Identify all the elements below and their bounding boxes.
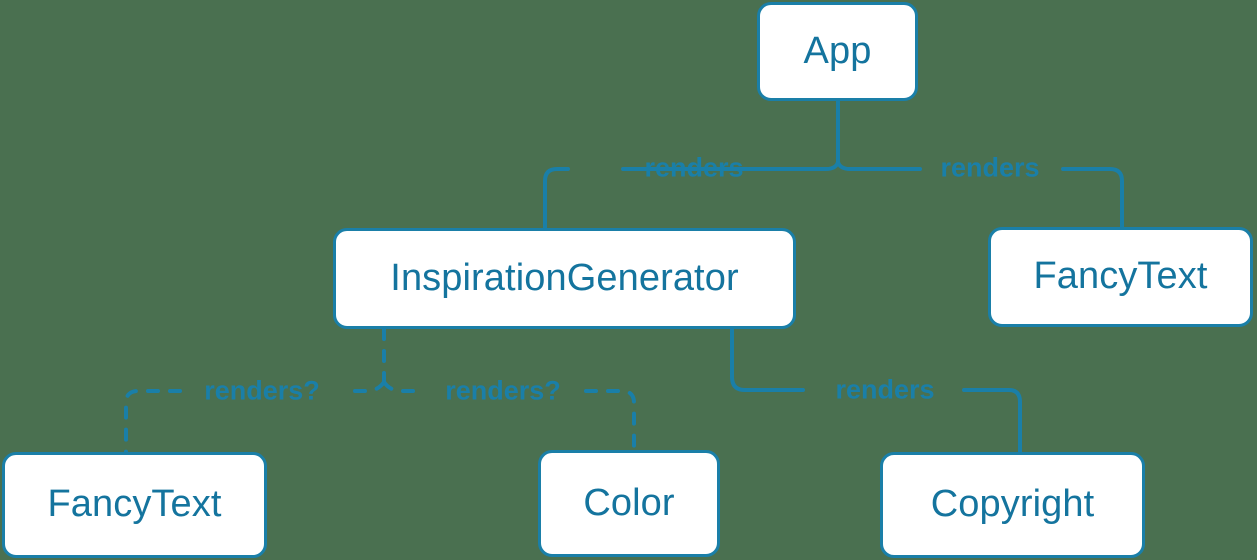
edge-inspirationgenerator-to-color xyxy=(382,380,422,393)
edge-inspirationgenerator-to-fancytext-2 xyxy=(124,389,182,454)
edge-app-to-fancytext-2 xyxy=(1061,167,1124,229)
edge-label-inspirationgenerator-renders-copyright: renders xyxy=(835,374,935,405)
edge-label-app-renders-fancytext: renders xyxy=(940,152,1040,183)
node-color[interactable]: Color xyxy=(538,450,720,557)
edge-app-to-inspirationgenerator-2 xyxy=(543,167,570,230)
node-app-label: App xyxy=(803,29,872,72)
node-color-label: Color xyxy=(583,481,675,524)
node-copyright-label: Copyright xyxy=(930,483,1095,525)
edge-app-to-fancytext xyxy=(836,160,922,171)
node-fancytext-top[interactable]: FancyText xyxy=(988,227,1253,327)
edge-label-inspirationgenerator-renders-color: renders? xyxy=(445,375,561,406)
edge-label-app-renders-inspirationgenerator: renders xyxy=(644,152,744,183)
edge-inspirationgenerator-to-color-2 xyxy=(584,389,636,452)
node-inspirationgenerator[interactable]: InspirationGenerator xyxy=(333,228,796,329)
node-fancytext-bottom-label: FancyText xyxy=(47,483,222,525)
node-copyright[interactable]: Copyright xyxy=(880,452,1145,558)
edge-inspirationgenerator-to-copyright-2 xyxy=(962,388,1022,454)
edge-inspirationgenerator-to-fancytext xyxy=(343,380,386,393)
node-fancytext-top-label: FancyText xyxy=(1033,255,1208,297)
node-inspirationgenerator-label: InspirationGenerator xyxy=(390,256,739,299)
node-fancytext-bottom[interactable]: FancyText xyxy=(2,452,267,558)
edge-label-inspirationgenerator-renders-fancytext: renders? xyxy=(204,375,320,406)
edge-inspirationgenerator-to-copyright xyxy=(730,327,805,392)
node-app[interactable]: App xyxy=(757,2,918,101)
